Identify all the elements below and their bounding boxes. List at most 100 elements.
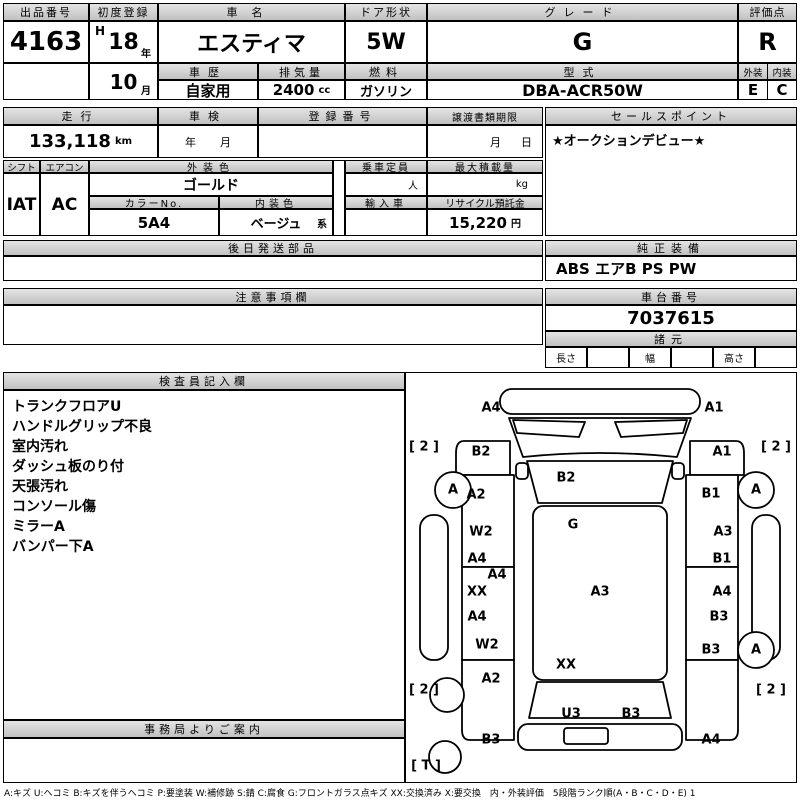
mileage-unit: km [114,136,133,147]
legend: A:キズ U:ヘコミ B:キズを伴うヘコミ P:要塗装 W:補修跡 S:錆 C:… [4,789,696,799]
car-history-value: 自家用 [158,80,258,100]
import-car-value [345,209,427,236]
height-value [755,347,797,368]
later-parts-header: 後日発送部品 [3,240,543,256]
year-unit-label: 年 [141,49,151,60]
car-outline-graphic [419,388,781,774]
car-name-value: エスティマ [158,21,345,63]
max-load-value: kg [427,173,543,196]
exterior-score-header: 外装 [738,63,768,80]
inspector-note: 天張汚れ [12,479,68,495]
interior-color-name: ベージュ [250,217,302,232]
damage-code: W2 [469,524,493,540]
damage-code: A [447,482,459,498]
damage-code: [ 2 ] [409,439,439,455]
caution-notes-value [3,305,543,345]
sales-point-header: セールスポイント [545,107,797,125]
month-unit-label: 月 [141,86,151,97]
capacity-unit: 人 [408,181,418,192]
damage-code: A1 [704,400,724,416]
displacement-unit: cc [318,84,331,96]
length-label: 長さ [545,347,587,368]
damage-code: A4 [712,584,732,600]
damage-code: A4 [481,400,501,416]
registration-number-header: 登録番号 [258,107,427,125]
recycle-deposit-number: 15,220 [449,213,507,232]
damage-code: A3 [590,584,610,600]
blank-cell [333,160,345,236]
inspection-year-unit: 年 [185,135,196,149]
displacement-number: 2400 [272,81,315,99]
office-information-value [3,738,405,783]
interior-color-header: 内装色 [219,196,333,209]
damage-code: A4 [467,551,487,567]
recycle-deposit-header: リサイクル預託金 [427,196,543,209]
lot-number-header: 出品番号 [3,3,89,21]
exterior-color-value: ゴールド [89,173,333,196]
score-header: 評価点 [738,3,797,21]
damage-code: B3 [701,642,721,658]
interior-score-value: C [767,80,797,100]
damage-code: B1 [712,551,732,567]
damage-code: A4 [487,567,507,583]
shift-header: シフト [3,160,40,173]
recycle-deposit-value: 15,220 円 [427,209,543,236]
sales-point-value: ★オークションデビュー★ [545,125,797,236]
max-load-header: 最大積載量 [427,160,543,173]
damage-code: [ T ] [411,758,441,774]
inspector-note: コンソール傷 [12,499,96,515]
model-code-value: DBA-ACR50W [427,80,738,100]
score-value: R [738,21,797,63]
inspector-note: ダッシュ板のり付 [12,459,124,475]
model-code-header: 型式 [427,63,738,80]
grade-value: G [427,21,738,63]
damage-code: B2 [471,444,491,460]
damage-code: G [567,517,579,533]
interior-color-value: ベージュ 系 [219,209,333,236]
later-parts-value [3,256,543,281]
inspector-notes-header: 検査員記入欄 [3,372,405,390]
damage-code: B2 [556,470,576,486]
damage-code: A [750,642,762,658]
first-registration-month: 10 月 [89,63,158,100]
damage-code: B3 [481,732,501,748]
exterior-score-value: E [738,80,768,100]
color-number-value: 5A4 [89,209,219,236]
door-shape-header: ドア形状 [345,3,427,21]
aircon-value: AC [40,173,89,236]
width-label: 幅 [629,347,671,368]
import-car-header: 輸入車 [345,196,427,209]
inspector-note: バンパー下A [12,539,94,555]
equipment-header: 純正装備 [545,240,797,256]
mileage-value: 133,118 km [3,125,158,158]
first-registration-year: H 18 年 [89,21,158,63]
door-shape-value: 5W [345,21,427,63]
damage-code: B3 [709,609,729,625]
aircon-header: エアコン [40,160,89,173]
damage-code: W2 [475,637,499,653]
inspector-note: ハンドルグリップ不良 [12,419,152,435]
equipment-value: ABS エアB PS PW [545,256,797,281]
caution-notes-header: 注意事項欄 [3,288,543,305]
inspector-note: ミラーA [12,519,65,535]
fuel-header: 燃料 [345,63,427,80]
displacement-header: 排気量 [258,63,345,80]
damage-code: A2 [466,487,486,503]
blank-cell [3,63,89,100]
damage-code: A4 [701,732,721,748]
grade-header: グレード [427,3,738,21]
mileage-number: 133,118 [28,131,111,152]
first-registration-header: 初度登録 [89,3,158,21]
chassis-number-value: 7037615 [545,305,797,331]
damage-code: A2 [481,671,501,687]
car-name-header: 車名 [158,3,345,21]
damage-code: [ 2 ] [409,682,439,698]
damage-code: A3 [713,524,733,540]
car-history-header: 車歴 [158,63,258,80]
fuel-value: ガソリン [345,80,427,100]
transfer-day-unit: 日 [521,135,532,149]
damage-code: [ 2 ] [761,439,791,455]
inspection-month-unit: 月 [220,135,231,149]
